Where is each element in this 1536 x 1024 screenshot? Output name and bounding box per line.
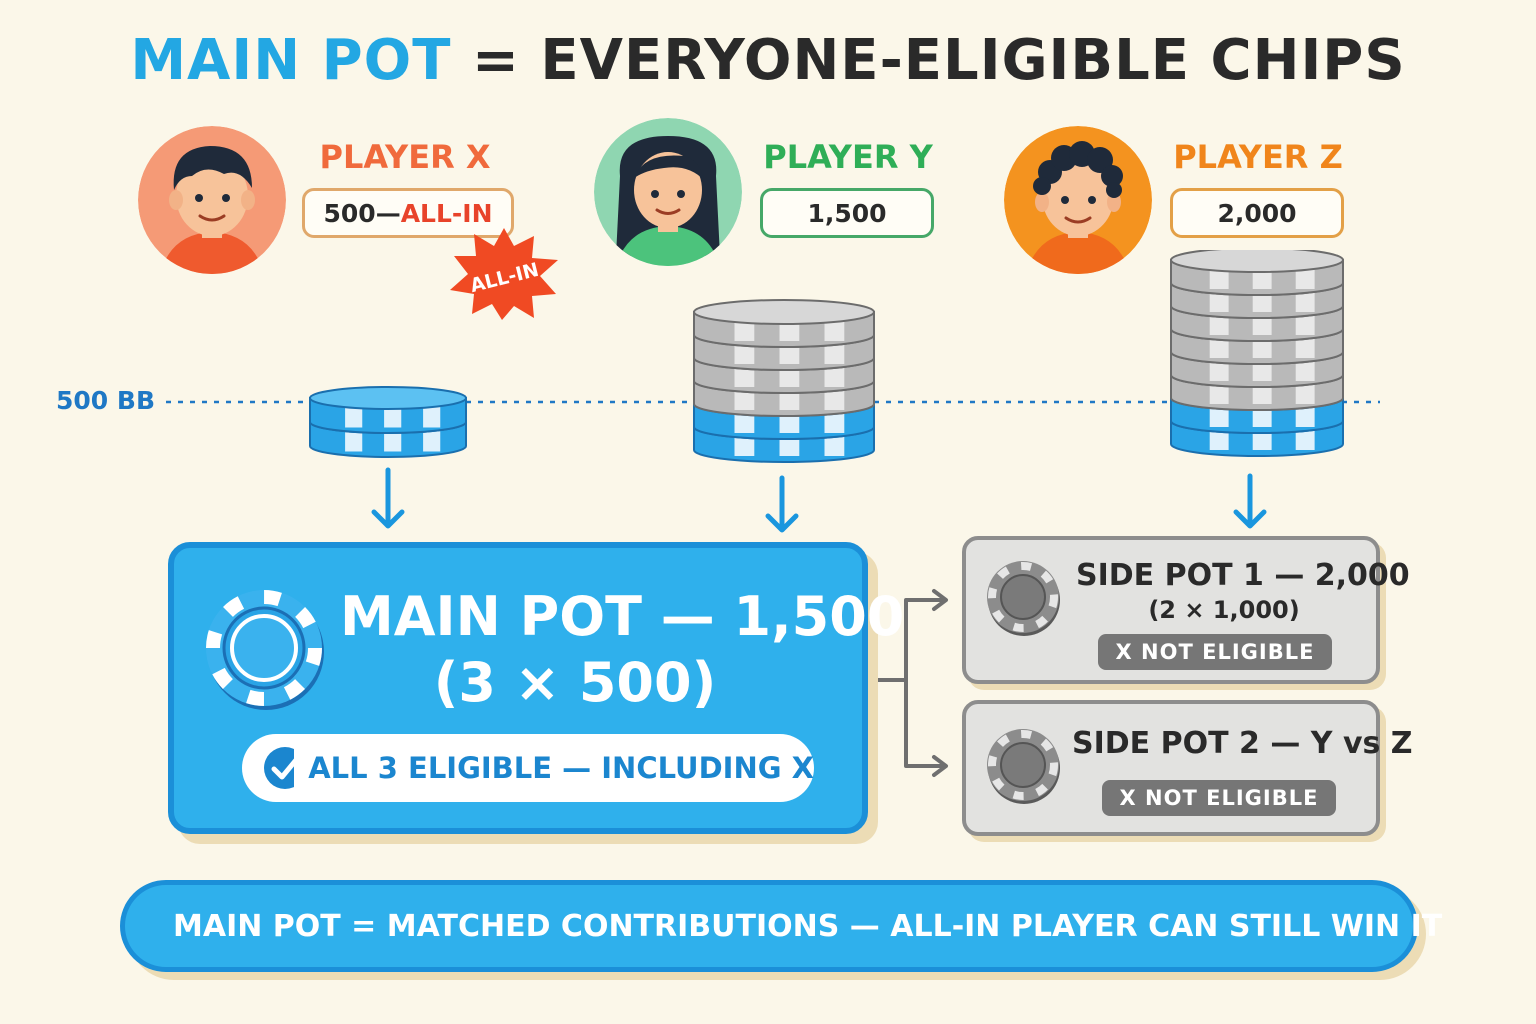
summary-banner: MAIN POT = MATCHED CONTRIBUTIONS — ALL-I… bbox=[120, 880, 1442, 972]
player-x-chip-stack bbox=[309, 386, 467, 458]
player-z-name: PLAYER Z bbox=[1173, 138, 1343, 176]
player-y-chip-stack bbox=[693, 299, 875, 463]
main-pot-eligibility-text: ALL 3 ELIGIBLE — INCLUDING X bbox=[308, 751, 814, 785]
player-y-avatar bbox=[594, 118, 742, 266]
side-pot-2-title: SIDE POT 2 — Y vs Z bbox=[1072, 726, 1413, 761]
player-x-name: PLAYER X bbox=[319, 138, 491, 176]
grey-chip bbox=[693, 299, 875, 348]
summary-banner-text: MAIN POT = MATCHED CONTRIBUTIONS — ALL-I… bbox=[173, 908, 1443, 944]
side-pot-2-chip-icon bbox=[987, 729, 1060, 804]
side-pot-2-tag: X NOT ELIGIBLE bbox=[1102, 780, 1336, 816]
main-pot-eligibility: ALL 3 ELIGIBLE — INCLUDING X bbox=[242, 734, 814, 802]
player-x-avatar bbox=[138, 126, 286, 274]
all-in-burst-icon: ALL-IN bbox=[450, 228, 558, 320]
main-pot-amount: MAIN POT — 1,500 bbox=[340, 585, 905, 648]
grey-chip bbox=[1170, 250, 1344, 296]
player-y-stack: 1,500 bbox=[760, 188, 934, 238]
side-pot-1-formula: (2 × 1,000) bbox=[1148, 596, 1300, 624]
side-pot-1-chip-icon bbox=[987, 561, 1060, 636]
level-label: 500 BB bbox=[56, 386, 155, 415]
main-pot-title: MAIN POT — 1,500 (3 × 500) bbox=[340, 584, 905, 716]
player-x-stack-value: 500 bbox=[323, 198, 376, 228]
title-separator: = bbox=[471, 28, 520, 93]
down-arrows bbox=[371, 467, 1267, 533]
player-z-avatar bbox=[1004, 126, 1152, 274]
title-accent: MAIN POT bbox=[130, 28, 452, 93]
main-pot-chip-icon bbox=[206, 590, 324, 710]
blue-chip bbox=[309, 386, 467, 434]
check-circle-icon bbox=[264, 747, 295, 789]
player-z-stack: 2,000 bbox=[1170, 188, 1344, 238]
page-title: MAIN POT = EVERYONE-ELIGIBLE CHIPS bbox=[0, 28, 1536, 93]
player-x-stack: 500 — ALL-IN bbox=[302, 188, 514, 238]
player-z-chip-stack bbox=[1170, 250, 1344, 457]
player-x-stack-dash: — bbox=[375, 198, 401, 228]
side-pot-1-title: SIDE POT 1 — 2,000 bbox=[1076, 558, 1410, 593]
player-y-name: PLAYER Y bbox=[763, 138, 933, 176]
side-pot-1-tag: X NOT ELIGIBLE bbox=[1098, 634, 1332, 670]
main-pot-formula: (3 × 500) bbox=[433, 651, 717, 714]
player-x-stack-note: ALL-IN bbox=[400, 198, 493, 228]
title-rest: EVERYONE-ELIGIBLE CHIPS bbox=[540, 28, 1406, 93]
